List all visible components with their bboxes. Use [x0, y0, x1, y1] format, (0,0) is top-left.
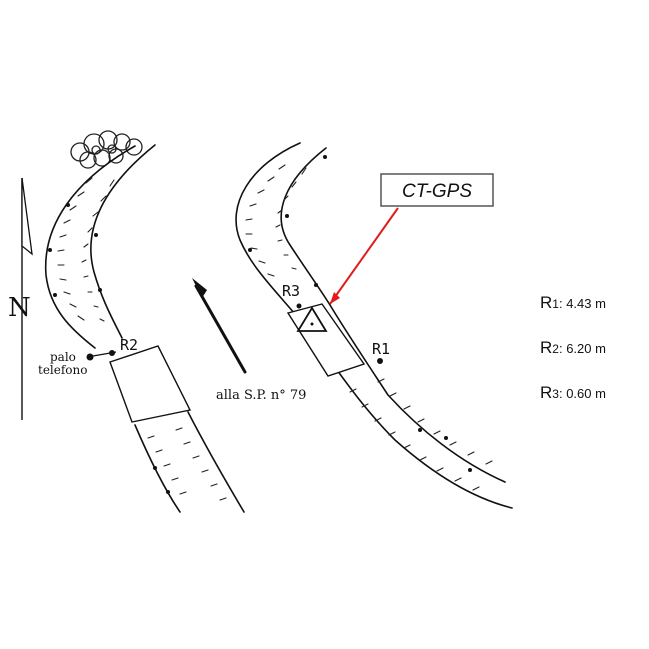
r1-marker: R1 [372, 340, 390, 364]
north-arrow: N [8, 177, 33, 420]
r1-label: R1 [372, 340, 390, 358]
legend-r3-sub: 3 [552, 387, 559, 401]
left-road-edge-west-lower [134, 424, 181, 513]
direction-label: alla S.P. n° 79 [216, 388, 306, 403]
r2-road-section [109, 345, 192, 423]
r3-point-icon [296, 303, 302, 309]
left-road-edge-dots [48, 203, 170, 494]
direction-arrow: alla S.P. n° 79 [192, 278, 306, 403]
legend-item-r1: R1: 4.43 m [540, 293, 606, 312]
direction-arrow-shaft [194, 284, 247, 374]
pole-label-line1: palo [50, 350, 76, 364]
left-road-hatching [57, 177, 227, 501]
ct-gps-label: CT-GPS [402, 181, 472, 202]
legend-r1-letter: R [540, 293, 552, 312]
legend-r2-sub: 2 [552, 342, 559, 356]
r2-point-icon [109, 350, 115, 356]
left-road-edge-west [44, 145, 136, 349]
legend-r2-value: : 6.20 m [559, 341, 606, 356]
r3-label: R3 [282, 282, 300, 300]
legend-r3-letter: R [540, 383, 552, 402]
r2-label: R2 [120, 336, 138, 354]
legend-r2-letter: R [540, 338, 552, 357]
survey-triangle-icon [296, 306, 328, 332]
pole-icon [86, 353, 94, 361]
right-road [235, 142, 513, 509]
telephone-pole: palo telefono R2 [38, 336, 138, 377]
distance-legend: R1: 4.43 m R2: 6.20 m R3: 0.60 m [540, 293, 606, 402]
legend-r1-sub: 1 [552, 297, 559, 311]
shrub-icon [70, 130, 143, 169]
direction-arrow-head-icon [192, 278, 207, 298]
ct-gps-leader-line [329, 207, 399, 305]
ct-gps-box [380, 173, 494, 207]
legend-r1-value: : 4.43 m [559, 296, 606, 311]
legend-item-r3: R3: 0.60 m [540, 383, 606, 402]
left-road [44, 144, 245, 513]
north-label: N [8, 293, 31, 323]
ct-gps-callout: CT-GPS [329, 173, 494, 305]
r1-point-icon [377, 358, 383, 364]
r3-marker: R3 [282, 282, 328, 332]
r3-road-section [286, 303, 366, 377]
right-road-hatching [245, 164, 493, 491]
left-road-edge-east-lower [187, 411, 245, 513]
legend-r3-value: : 0.60 m [559, 386, 606, 401]
left-road-edge-east [90, 144, 156, 339]
legend-item-r2: R2: 6.20 m [540, 338, 606, 357]
ct-gps-leader-arrow-icon [330, 292, 340, 304]
survey-point-icon [310, 322, 314, 326]
north-arrow-head-icon [21, 177, 33, 256]
pole-label-line2: telefono [38, 363, 87, 377]
right-road-edge-east [280, 147, 506, 483]
right-road-edge-dots [248, 155, 472, 472]
